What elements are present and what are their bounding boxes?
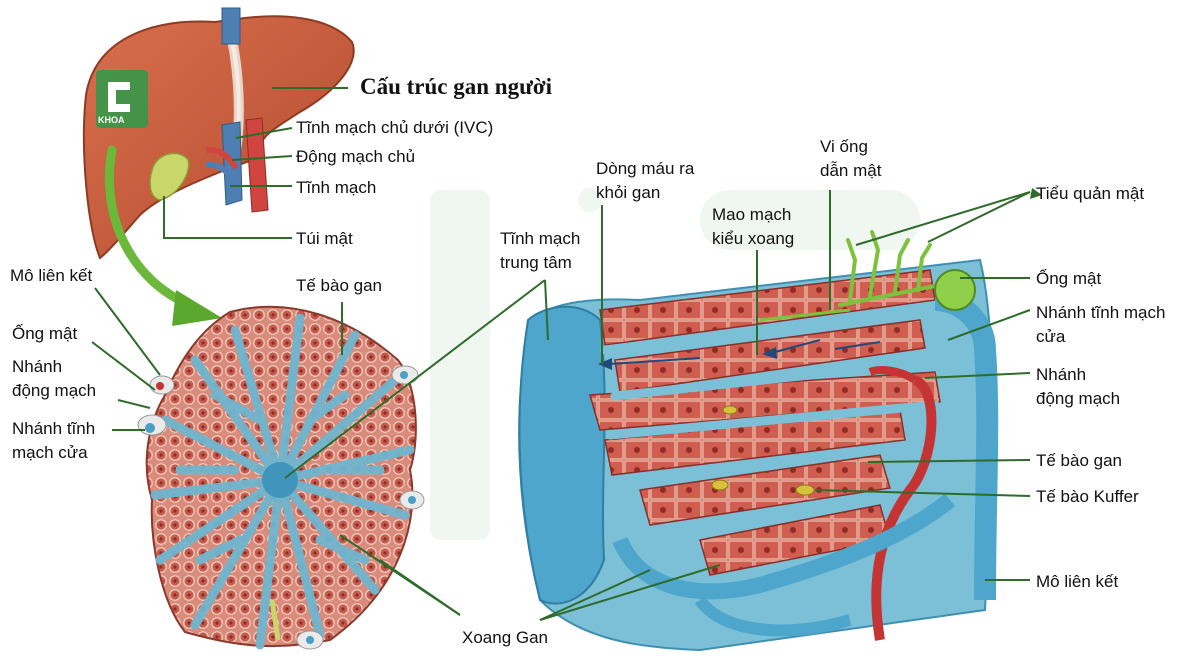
diagram-title: Cấu trúc gan người (360, 74, 552, 100)
label-vein: Tĩnh mạch (296, 177, 376, 198)
logo-text: KHOA (98, 115, 125, 125)
label-central-vein-1: Tĩnh mạch (500, 228, 580, 249)
label-portal-branch-right-2: cửa (1036, 326, 1065, 347)
hepatic-lobule (138, 307, 424, 649)
label-sinusoid-capillary-2: kiểu xoang (712, 228, 794, 249)
label-hepatocytes-right: Tế bào gan (1036, 450, 1122, 471)
label-artery-branch-left-1: Nhánh (12, 356, 62, 377)
label-bile-ductules: Tiểu quản mật (1036, 183, 1144, 204)
label-connective-tissue-left: Mô liên kết (10, 265, 92, 286)
label-bile-duct-left: Ống mật (12, 323, 77, 344)
label-aorta: Động mạch chủ (296, 146, 415, 167)
label-portal-branch-left-1: Nhánh tĩnh (12, 418, 95, 439)
label-kupffer-cells: Tế bào Kuffer (1036, 486, 1139, 507)
label-gallbladder: Túi mật (296, 228, 353, 249)
label-bile-canaliculi-1: Vi ống (820, 136, 868, 157)
label-central-vein-2: trung tâm (500, 252, 572, 273)
zoom-arrow-head (172, 290, 222, 326)
label-outflow-1: Dòng máu ra (596, 158, 694, 179)
label-sinusoids-bottom: Xoang Gan (462, 627, 548, 648)
label-artery-branch-right-1: Nhánh (1036, 364, 1086, 385)
ivc-vessel (222, 8, 240, 44)
label-bile-duct-right: Ống mật (1036, 268, 1101, 289)
label-hepatocytes-top: Tế bào gan (296, 275, 382, 296)
label-artery-branch-left-2: động mạch (12, 380, 96, 401)
label-sinusoid-capillary-1: Mao mạch (712, 204, 791, 225)
bile-duct-shape (935, 270, 975, 310)
label-ivc: Tĩnh mạch chủ dưới (IVC) (296, 117, 493, 138)
label-outflow-2: khỏi gan (596, 182, 660, 203)
label-bile-canaliculi-2: dẫn mật (820, 160, 881, 181)
label-artery-branch-right-2: động mạch (1036, 388, 1120, 409)
central-vein-shape (262, 462, 298, 498)
sinusoid-block (519, 232, 992, 650)
label-connective-tissue-right: Mô liên kết (1036, 571, 1118, 592)
label-portal-branch-right-1: Nhánh tĩnh mạch (1036, 302, 1165, 323)
label-portal-branch-left-2: mạch cửa (12, 442, 88, 463)
